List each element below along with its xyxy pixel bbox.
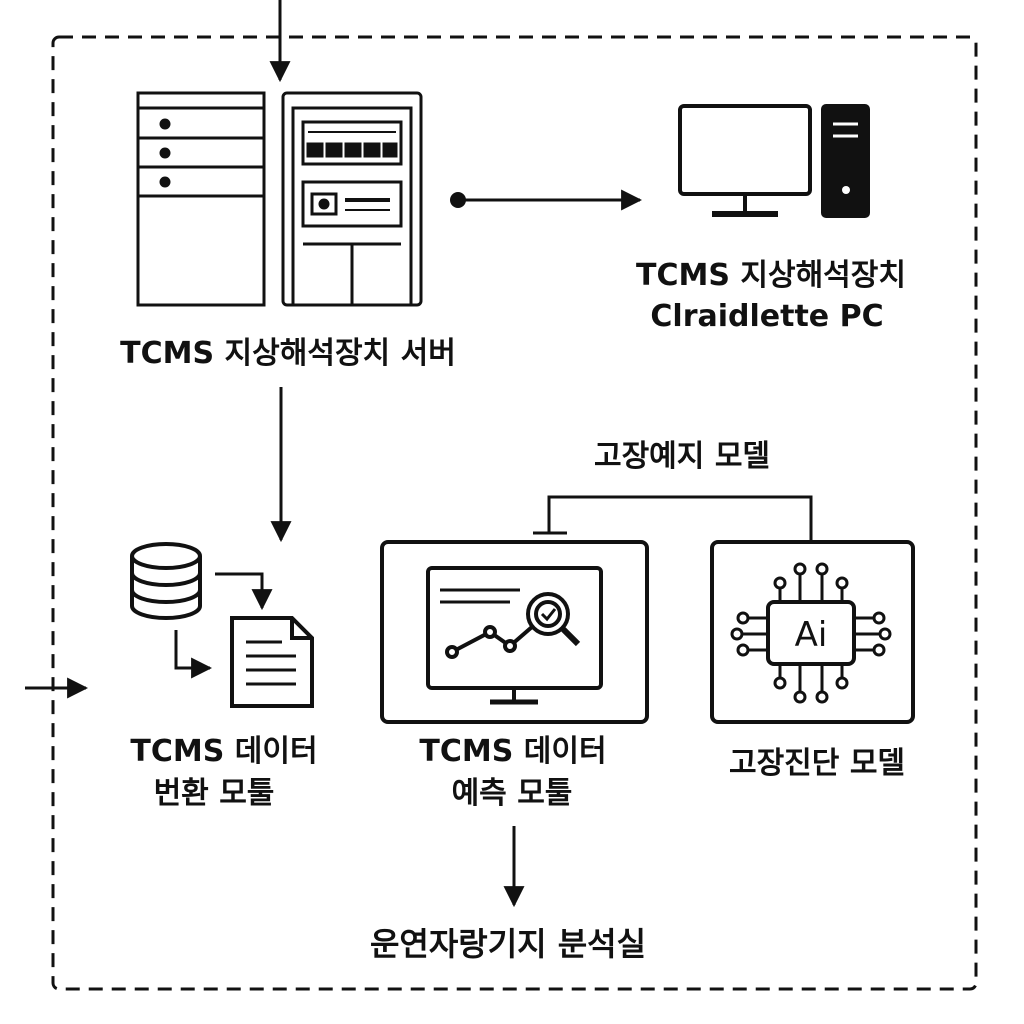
ai-chip-text: Ai (795, 615, 828, 655)
failure-prediction-label: 고장예지 모델 (594, 439, 770, 474)
analysis-room-label: 운연자랑기지 분석실 (370, 925, 646, 963)
conversion-label-line1: TCMS 데이터 (130, 734, 317, 769)
system-boundary (51, 35, 978, 991)
conversion-label-line2: 번환 모툴 (154, 776, 275, 811)
desktop-pc-icon (678, 104, 870, 218)
prediction-label-line2: 예측 모툴 (452, 776, 573, 811)
model-bracket (547, 495, 813, 542)
db-to-doc-arrow-lower (174, 630, 213, 679)
diagnosis-module-box (710, 540, 915, 724)
prediction-module-box (380, 540, 649, 724)
document-icon (230, 616, 314, 708)
db-to-doc-arrow (215, 572, 273, 611)
server-rack-icon (136, 91, 266, 307)
prediction-label-line1: TCMS 데이터 (419, 734, 606, 769)
ai-chip-icon (730, 562, 892, 704)
diagnosis-label: 고장진단 모델 (729, 746, 905, 781)
pc-label-line2: Clraidlette PC (650, 299, 883, 334)
server-cabinet-icon (281, 91, 423, 307)
database-icon (130, 542, 202, 620)
server-label: TCMS 지상해석장치 서버 (120, 336, 456, 371)
analytics-monitor-icon (426, 566, 603, 705)
pc-label-line1: TCMS 지상해석장치 (636, 258, 906, 293)
